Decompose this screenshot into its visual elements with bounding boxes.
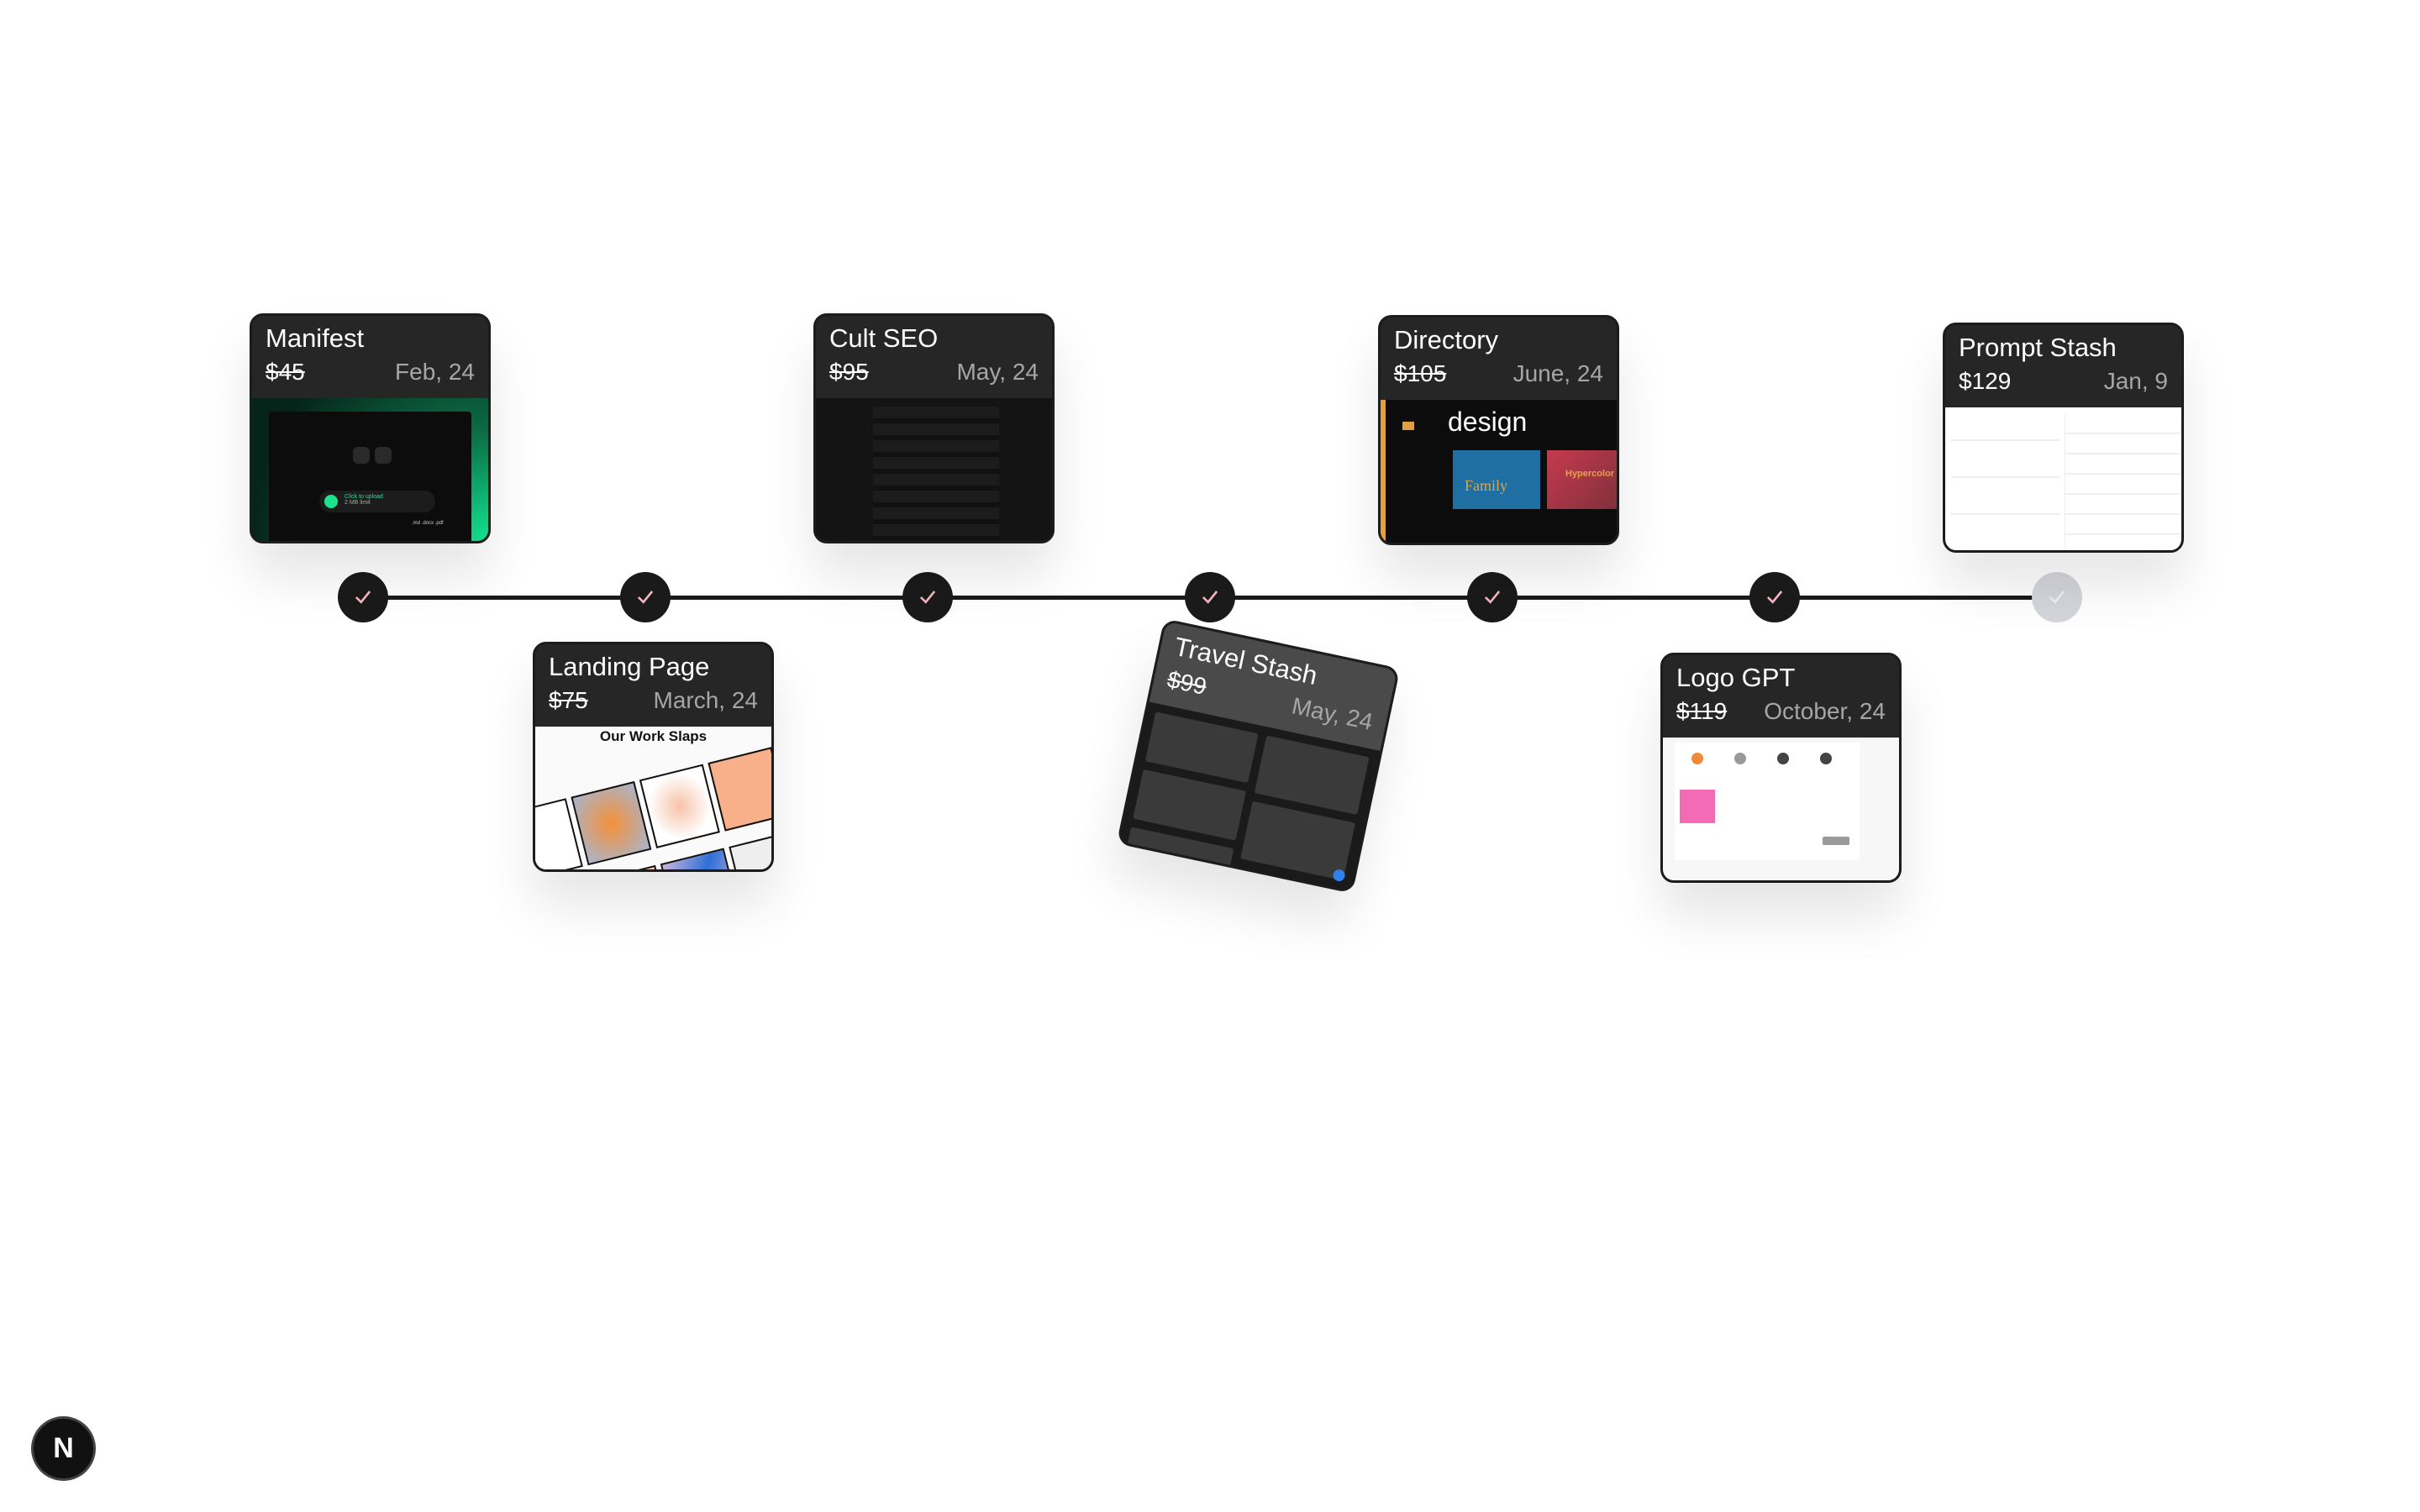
card-title: Manifest xyxy=(266,323,365,353)
card-date: May, 24 xyxy=(956,359,1039,385)
project-card-prompt-stash[interactable]: Prompt Stash $129 Jan, 9 xyxy=(1943,323,2184,553)
card-price: $75 xyxy=(549,687,588,713)
milestone-dot-4 xyxy=(1185,572,1235,622)
card-title: Logo GPT xyxy=(1676,663,1796,692)
project-card-landing-page[interactable]: Landing Page $75 March, 24 Our Work Slaps xyxy=(533,642,774,872)
card-title: Directory xyxy=(1394,325,1499,354)
card-price: $95 xyxy=(829,359,869,385)
card-price: $119 xyxy=(1676,698,1728,724)
milestone-dot-7 xyxy=(2032,572,2082,622)
milestone-dot-6 xyxy=(1749,572,1800,622)
milestone-dot-2 xyxy=(620,572,671,622)
card-preview xyxy=(1945,407,2181,550)
check-icon xyxy=(919,591,936,604)
card-price: $45 xyxy=(266,359,305,385)
check-icon xyxy=(1202,591,1218,604)
nextjs-logo-icon: N xyxy=(53,1432,74,1464)
preview-card-family: Family xyxy=(1453,450,1540,509)
card-price: $105 xyxy=(1394,360,1447,386)
check-icon xyxy=(637,591,654,604)
upload-limit: 2 MB limit xyxy=(345,500,371,506)
check-icon xyxy=(1766,591,1783,604)
milestone-dot-1 xyxy=(338,572,388,622)
card-title: Landing Page xyxy=(549,652,710,681)
project-card-logo-gpt[interactable]: Logo GPT $119 October, 24 xyxy=(1660,653,1902,883)
card-preview xyxy=(816,398,1052,541)
project-card-cult-seo[interactable]: Cult SEO $95 May, 24 xyxy=(813,313,1055,543)
upload-label: Click to upload xyxy=(345,494,383,500)
card-price: $129 xyxy=(1959,368,2012,394)
card-date: March, 24 xyxy=(653,687,759,713)
card-preview xyxy=(1663,738,1899,880)
project-card-directory[interactable]: Directory $105 June, 24 design Family Hyp… xyxy=(1378,315,1619,545)
upload-formats: .md .docx .pdf xyxy=(412,521,444,526)
preview-card-hypercolor: Hypercolor xyxy=(1547,450,1617,509)
preview-heading: Our Work Slaps xyxy=(599,728,708,744)
card-date: Feb, 24 xyxy=(395,359,475,385)
card-price: $99 xyxy=(1165,665,1209,700)
card-date: October, 24 xyxy=(1764,698,1886,724)
card-title: Prompt Stash xyxy=(1959,333,2117,362)
check-icon xyxy=(355,591,371,604)
card-date: Jan, 9 xyxy=(2103,368,2168,394)
check-icon xyxy=(2049,591,2065,604)
milestone-dot-3 xyxy=(902,572,953,622)
preview-heading: design xyxy=(1448,407,1528,437)
card-title: Cult SEO xyxy=(829,323,939,353)
milestone-dot-5 xyxy=(1467,572,1518,622)
card-preview: design Family Hypercolor xyxy=(1381,400,1617,543)
card-preview: Our Work Slaps xyxy=(535,727,771,869)
check-icon xyxy=(1484,591,1501,604)
nextjs-dev-badge[interactable]: N xyxy=(31,1416,96,1481)
card-date: June, 24 xyxy=(1512,360,1603,386)
